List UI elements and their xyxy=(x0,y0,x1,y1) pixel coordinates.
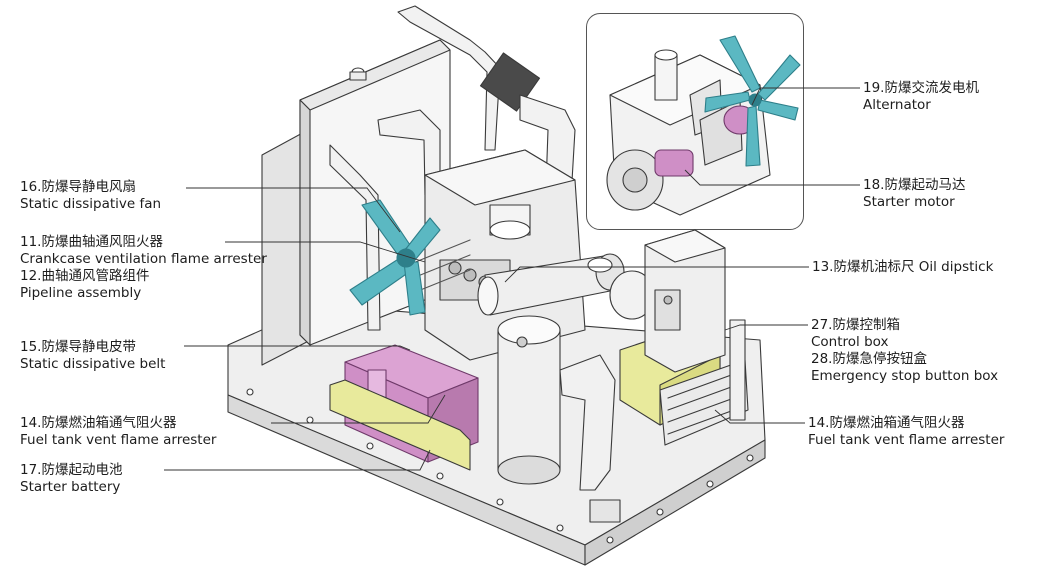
callout-static-belt: 15.防爆导静电皮带 Static dissipative belt xyxy=(20,339,165,373)
leader-14a xyxy=(271,394,446,424)
callout-cn: 16.防爆导静电风扇 xyxy=(20,179,136,195)
leader-27 xyxy=(724,324,808,331)
callout-alternator: 19.防爆交流发电机 Alternator xyxy=(863,80,979,114)
fan xyxy=(349,199,441,316)
leader-16 xyxy=(186,187,401,233)
callout-en: Fuel tank vent flame arrester xyxy=(808,432,1005,448)
leader-14b xyxy=(714,409,805,424)
callout-starter-motor: 18.防爆起动马达 Starter motor xyxy=(863,177,965,211)
callout-en: Static dissipative belt xyxy=(20,356,166,372)
callout-cn: 15.防爆导静电皮带 xyxy=(20,339,136,355)
callout-en: Fuel tank vent flame arrester xyxy=(20,432,217,448)
callout-cn: 14.防爆燃油箱通气阻火器 xyxy=(20,415,177,431)
callout-cn: 14.防爆燃油箱通气阻火器 xyxy=(808,415,965,431)
control-box xyxy=(644,229,726,373)
engine-block xyxy=(407,149,586,361)
callout-cn: 17.防爆起动电池 xyxy=(20,462,123,478)
callout-en: Pipeline assembly xyxy=(20,285,142,301)
callout-cn: 12.曲轴通风管路组件 xyxy=(20,268,150,284)
callout-en: Control box xyxy=(811,334,889,350)
callout-oil-dipstick: 13.防爆机油标尺 Oil dipstick xyxy=(812,259,993,276)
callout-en: Starter battery xyxy=(20,479,121,495)
callout-static-fan: 16.防爆导静电风扇 Static dissipative fan xyxy=(20,179,161,213)
callout-cn: 13.防爆机油标尺 Oil dipstick xyxy=(812,259,994,275)
leader-13 xyxy=(504,266,809,283)
leader-18 xyxy=(684,169,860,186)
callout-en: Starter motor xyxy=(863,194,955,210)
callout-fuel-vent-right: 14.防爆燃油箱通气阻火器 Fuel tank vent flame arres… xyxy=(808,415,1004,449)
callout-cn: 19.防爆交流发电机 xyxy=(863,80,979,96)
leader-11 xyxy=(225,241,426,263)
callout-cn: 28.防爆急停按钮盒 xyxy=(811,351,927,367)
callout-starter-battery: 17.防爆起动电池 Starter battery xyxy=(20,462,122,496)
callout-crankcase-arrester: 11.防爆曲轴通风阻火器 Crankcase ventilation flame… xyxy=(20,234,267,302)
callout-cn: 11.防爆曲轴通风阻火器 xyxy=(20,234,163,250)
callout-en: Static dissipative fan xyxy=(20,196,162,212)
fuel-tank-left xyxy=(329,379,471,471)
leader-19 xyxy=(751,87,860,106)
inset-engine xyxy=(606,35,801,216)
callout-cn: 27.防爆控制箱 xyxy=(811,317,900,333)
leader-15 xyxy=(184,345,411,351)
leader-17 xyxy=(164,449,431,471)
callout-en: Crankcase ventilation flame arrester xyxy=(20,251,267,267)
vertical-cylinder xyxy=(497,315,561,485)
callout-fuel-vent-left: 14.防爆燃油箱通气阻火器 Fuel tank vent flame arres… xyxy=(20,415,216,449)
leader-lines xyxy=(164,87,860,471)
callout-control-box: 27.防爆控制箱 Control box 28.防爆急停按钮盒 Emergenc… xyxy=(811,317,998,385)
callout-en: Emergency stop button box xyxy=(811,368,999,384)
lower-pipework xyxy=(559,319,746,523)
callout-cn: 18.防爆起动马达 xyxy=(863,177,966,193)
callout-en: Alternator xyxy=(863,97,931,113)
